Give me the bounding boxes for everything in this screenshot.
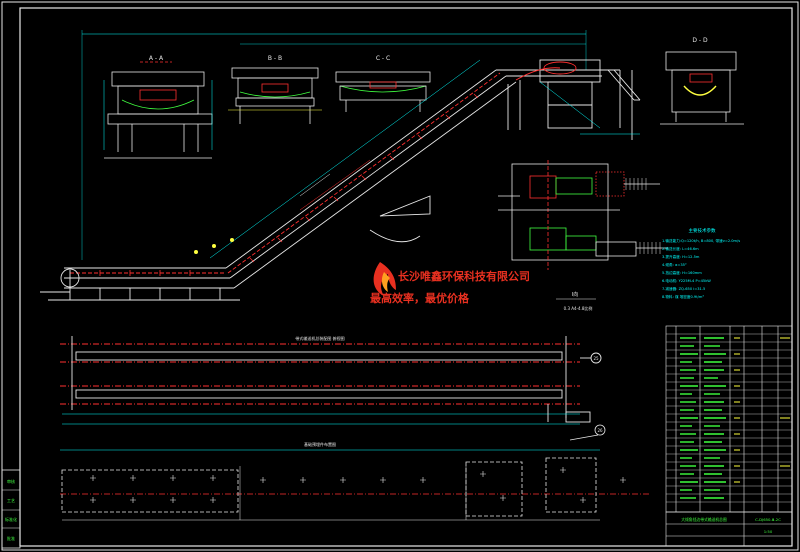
spec-line-5: 6.电动机: Y225M-4 P=45kW: [662, 278, 711, 283]
title-block-title: 大倾角挡边带式输送机总图: [681, 517, 727, 522]
view-label-dd: D - D: [692, 37, 708, 44]
strip-label-2: 标准化: [5, 516, 17, 522]
detail-title: Ⅰ向: [572, 291, 578, 298]
company-name: 长沙唯鑫环保科技有限公司: [398, 269, 530, 283]
inner-border: [19, 7, 793, 547]
strip-label-0: 审核: [7, 478, 15, 484]
company-slogan: 最高效率，最优价格: [370, 291, 470, 305]
conveyor-elevation: [40, 30, 641, 301]
spec-line-2: 3.提升高度: H=12.5m: [662, 254, 700, 259]
parts-table: [665, 325, 793, 513]
section-view-bb: [228, 67, 322, 124]
view-label-cc: C - C: [376, 55, 390, 62]
spec-line-1: 2.输送长度: L=46.6m: [662, 246, 699, 251]
strip-label-1: 工艺: [7, 498, 15, 503]
spec-line-4: 5.挡边高度: H=160mm: [662, 270, 702, 275]
company-logo: [373, 262, 396, 296]
spec-block: 主要技术参数 1.输送能力:Q=120t/h, B=800, 带速v=2.0m/…: [662, 227, 740, 299]
spec-line-3: 4.倾角: α=35°: [662, 262, 687, 267]
spec-title: 主要技术参数: [689, 227, 716, 234]
view-label-aa: A - A: [149, 55, 164, 62]
title-block-drawing-no: C-DJ650-Ⅲ-2C: [755, 517, 781, 522]
strip-label-3: 批准: [7, 535, 15, 541]
drive-detail-view: [498, 160, 668, 270]
spec-line-7: 8.物料: 煤 堆密度0.9t/m³: [662, 294, 704, 299]
section-view-cc: [335, 71, 431, 112]
spec-line-6: 7.减速器: ZQ-650 i=31.5: [662, 286, 705, 291]
detail-subtitle: 0.3 A4-4.8比例: [564, 305, 593, 311]
section-view-dd: [660, 51, 744, 125]
section-view-aa: [103, 61, 213, 159]
balloon-26: 26: [597, 428, 603, 433]
spec-line-0: 1.输送能力:Q=120t/h, B=800, 带速v=2.0m/s: [662, 238, 740, 243]
title-block-scale: 1:50: [764, 529, 773, 534]
base-note: 基础预埋件布置图: [304, 441, 336, 447]
title-block: [665, 511, 793, 547]
balloon-25: 25: [593, 356, 599, 361]
plan-view: [60, 336, 602, 425]
plan-note: 带式输送机总装配图 俯视图: [295, 335, 344, 341]
view-label-bb: B - B: [268, 55, 282, 62]
left-title-strip: 审核 工艺 标准化 批准: [1, 469, 21, 549]
foundation-layout: [60, 424, 650, 521]
